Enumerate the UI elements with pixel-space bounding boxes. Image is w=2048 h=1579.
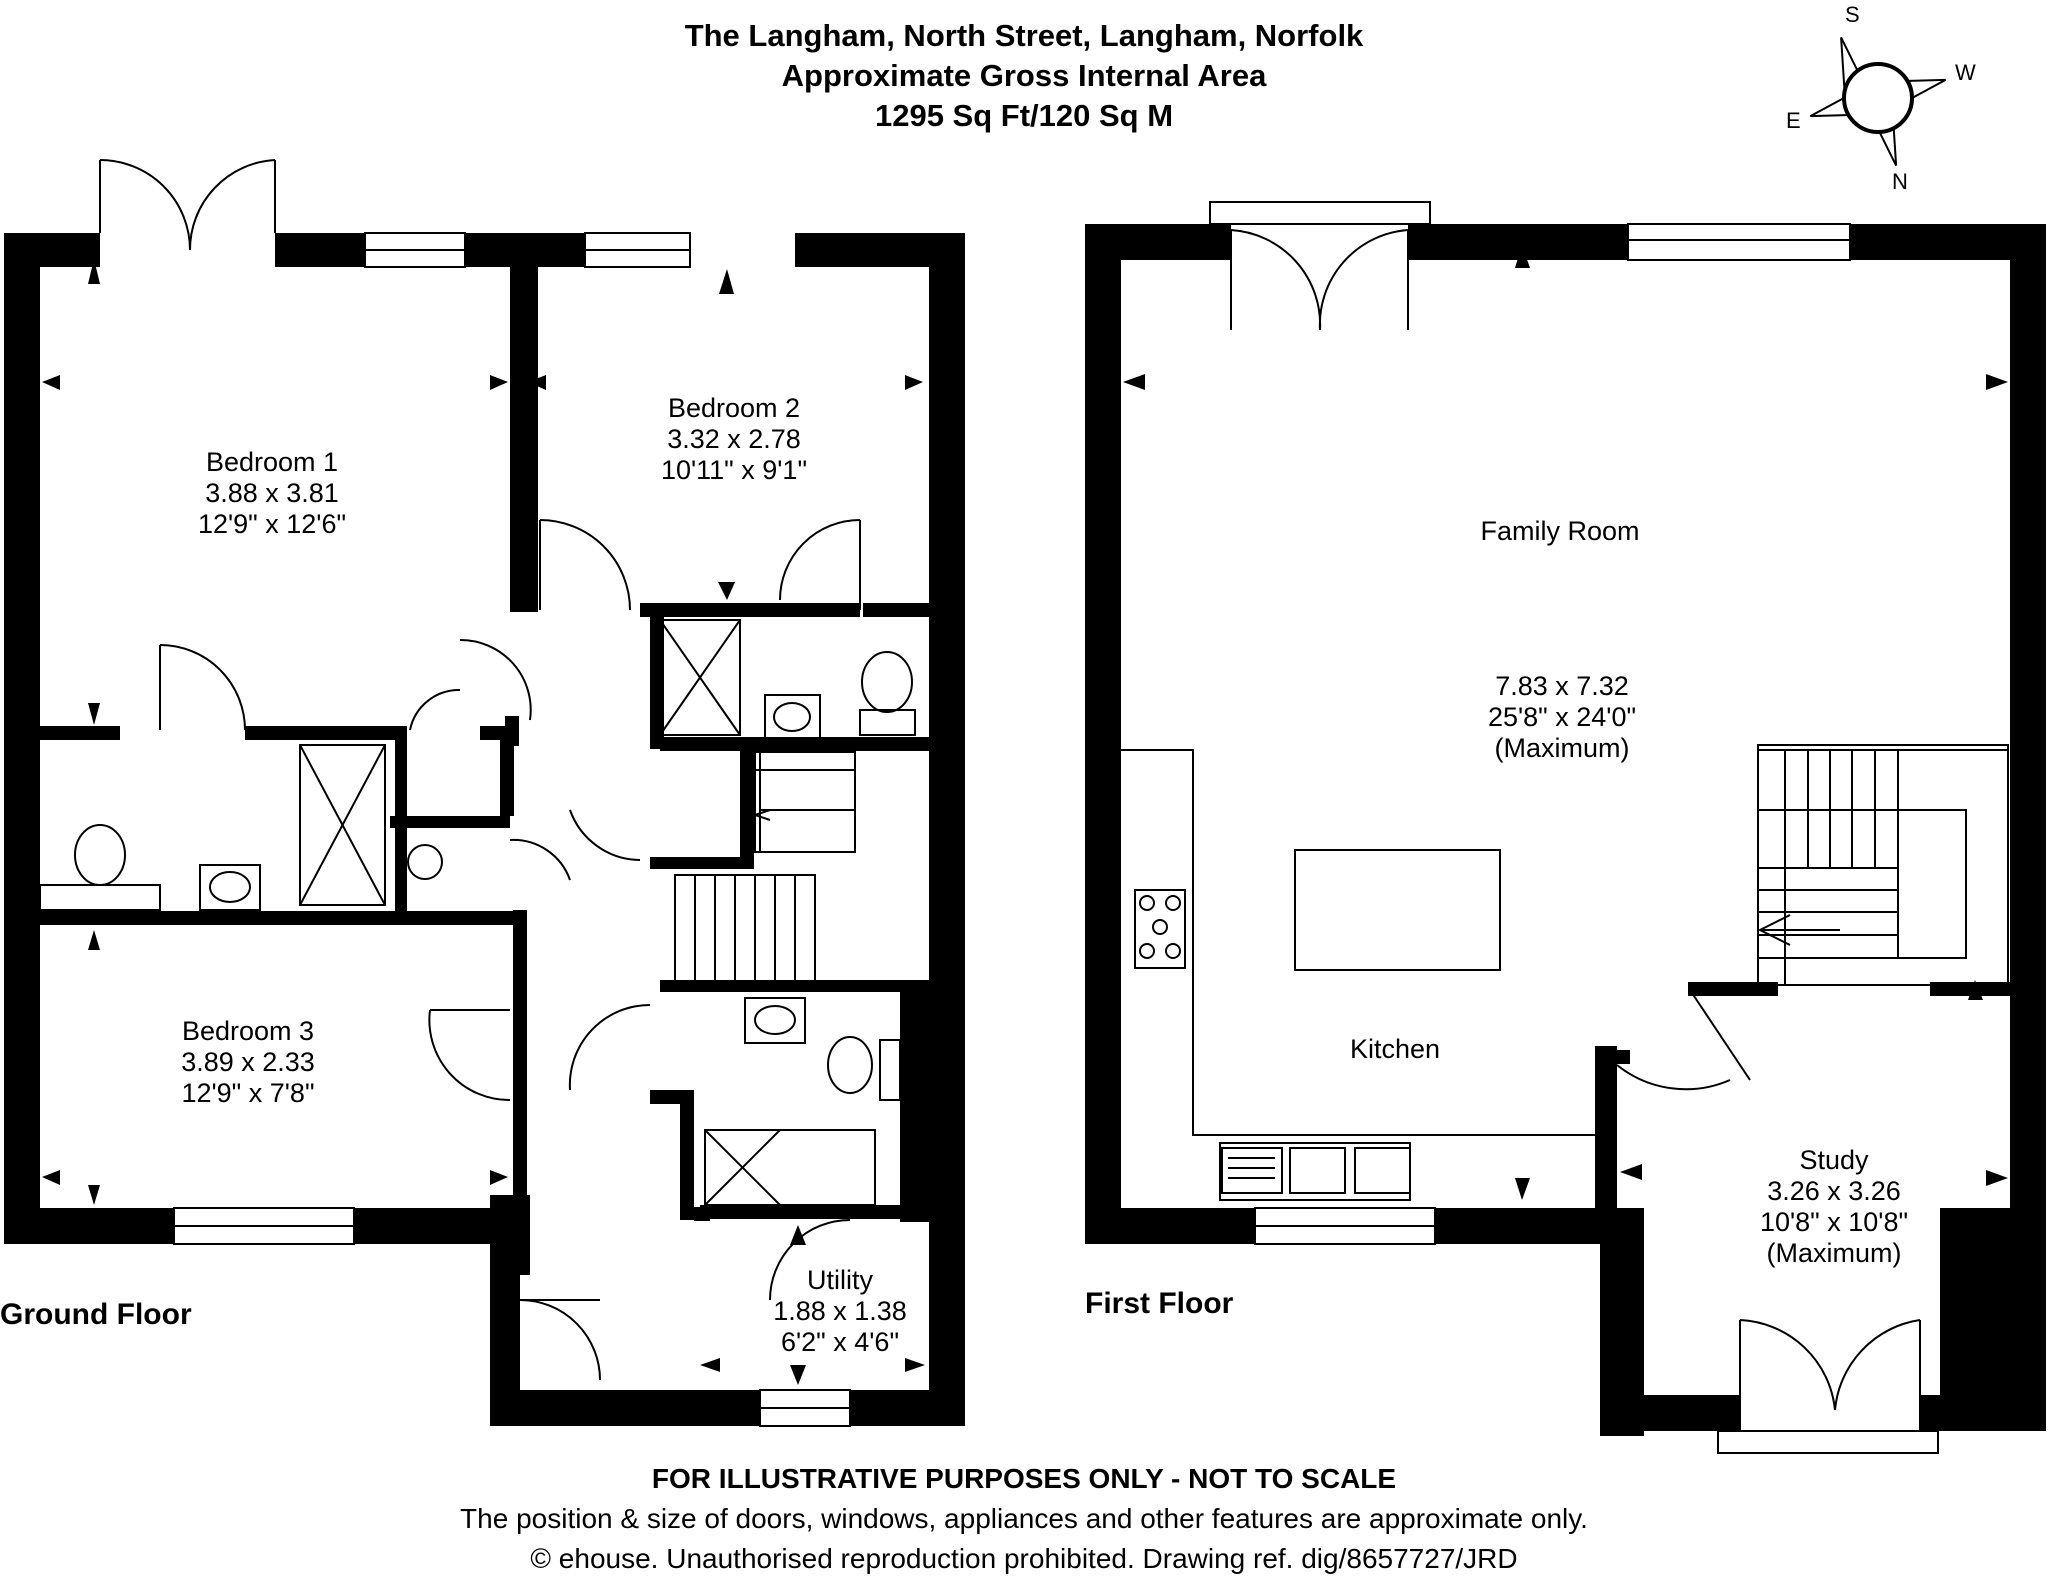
first-floor-dimension-arrows [1123, 245, 2008, 1390]
copyright-notice: © ehouse. Unauthorised reproduction proh… [530, 1543, 1518, 1574]
ground-floor-stairs [674, 809, 855, 986]
compass-rose [1809, 37, 1947, 167]
compass-east-label: E [1786, 108, 1801, 133]
room-metric: 3.26 x 3.26 [1767, 1176, 1901, 1206]
room-label-study: Study 3.26 x 3.26 10'8" x 10'8" (Maximum… [1760, 1145, 1908, 1269]
room-name: Bedroom 2 [667, 393, 801, 423]
first-floor-fixtures [1121, 749, 1595, 1201]
room-name: Bedroom 1 [205, 447, 339, 477]
ground-floor-doors [99, 159, 861, 1381]
first-floor-windows [1209, 201, 1939, 1454]
first-floor-label: First Floor [1085, 1287, 1234, 1320]
room-metric: 3.88 x 3.81 [205, 478, 339, 508]
room-imperial: 10'8" x 10'8" [1759, 1207, 1909, 1237]
first-floor-stairs [1757, 744, 2009, 986]
room-metric: 3.32 x 2.78 [667, 424, 801, 454]
room-label-kitchen: Kitchen [1350, 1034, 1440, 1065]
first-floor-doors [1230, 229, 1921, 1430]
compass-west-label: W [1955, 60, 1976, 85]
room-note: (Maximum) [1494, 733, 1630, 763]
room-imperial: 6'2" x 4'6" [780, 1327, 900, 1357]
disclaimer: FOR ILLUSTRATIVE PURPOSES ONLY - NOT TO … [651, 1463, 1397, 1494]
compass-south-label: S [1845, 2, 1860, 27]
room-imperial: 12'9" x 12'6" [197, 509, 347, 539]
room-label-bedroom-1: Bedroom 1 3.88 x 3.81 12'9" x 12'6" [198, 447, 346, 540]
ground-floor-dimension-arrows [42, 259, 925, 1385]
room-label-bedroom-2: Bedroom 2 3.32 x 2.78 10'11" x 9'1" [661, 393, 807, 486]
plan-subtitle: Approximate Gross Internal Area [781, 58, 1267, 93]
room-metric: 3.89 x 2.33 [181, 1047, 315, 1077]
ground-floor-fixtures [39, 619, 916, 1206]
approximation-note: The position & size of doors, windows, a… [460, 1503, 1588, 1534]
room-metric: 1.88 x 1.38 [773, 1296, 907, 1326]
plan-title: The Langham, North Street, Langham, Norf… [684, 18, 1364, 53]
ground-floor-windows [173, 232, 851, 1427]
ground-floor-label: Ground Floor [0, 1298, 192, 1331]
ground-floor-walls [4, 233, 965, 1426]
room-metric: 7.83 x 7.32 [1495, 671, 1629, 701]
first-floor-walls [1085, 224, 2046, 1436]
room-name: Utility [806, 1265, 873, 1295]
room-imperial: 12'9" x 7'8" [181, 1078, 315, 1108]
room-dimensions-family-room: 7.83 x 7.32 25'8" x 24'0" (Maximum) [1488, 671, 1636, 764]
room-label-utility: Utility 1.88 x 1.38 6'2" x 4'6" [773, 1265, 907, 1358]
room-note: (Maximum) [1766, 1238, 1902, 1268]
room-name: Kitchen [1349, 1034, 1441, 1064]
compass-north-label: N [1892, 169, 1908, 194]
room-label-bedroom-3: Bedroom 3 3.89 x 2.33 12'9" x 7'8" [181, 1016, 315, 1109]
room-imperial: 25'8" x 24'0" [1487, 702, 1637, 732]
room-name: Family Room [1480, 516, 1640, 546]
room-name: Study [1799, 1145, 1869, 1175]
room-label-family-room: Family Room [1480, 516, 1639, 547]
room-name: Bedroom 3 [181, 1016, 315, 1046]
plan-area: 1295 Sq Ft/120 Sq M [874, 98, 1174, 133]
room-imperial: 10'11" x 9'1" [660, 455, 808, 485]
